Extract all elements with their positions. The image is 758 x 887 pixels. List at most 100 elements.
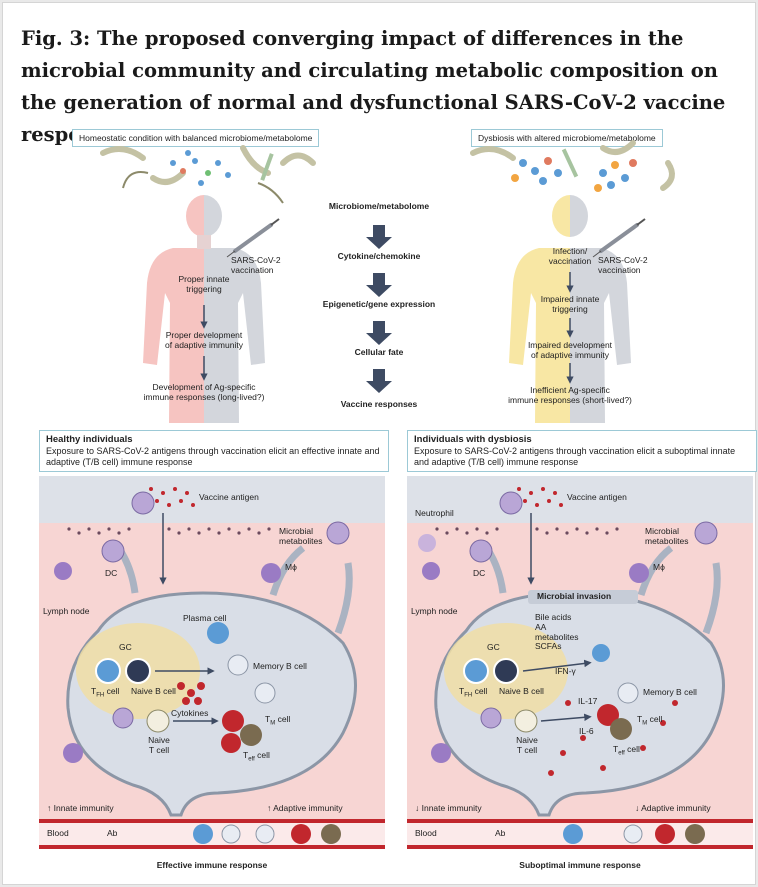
dc-cell-icon xyxy=(131,491,155,515)
tm-right-prefix: T xyxy=(637,714,643,724)
healthy-heading: Healthy individuals xyxy=(46,434,133,445)
tfh-cell-icon xyxy=(463,658,489,684)
macrophage-icon xyxy=(422,562,440,580)
innate-right-label: ↓ Innate immunity xyxy=(415,803,482,813)
teff-cell-icon xyxy=(240,724,262,746)
naive-b-cell-icon xyxy=(493,658,519,684)
blood-cell-icon xyxy=(655,824,675,844)
bottom-illustration xyxy=(39,476,753,849)
blood-cell-icon xyxy=(193,824,213,844)
ifn-label: IFN-γ xyxy=(555,666,576,676)
neutrophil-label: Neutrophil xyxy=(415,508,454,518)
tm-cell-icon xyxy=(222,710,244,732)
cytokines-left-label: Cytokines xyxy=(171,708,209,718)
naive-t-left-label: Naive T cell xyxy=(148,735,170,755)
flow-epigenetic: Epigenetic/gene expression xyxy=(322,299,436,309)
macrophage-icon xyxy=(261,563,281,583)
memory-b-cell-icon xyxy=(617,682,639,704)
bile-acids-label: Bile acids AA metabolites SCFAs xyxy=(535,612,579,652)
teff-left-label: Teff cell xyxy=(243,750,270,764)
blood-cell-icon xyxy=(221,824,241,844)
human-figure-right-icon xyxy=(509,195,631,423)
memory-b-right-label: Memory B cell xyxy=(643,687,697,697)
tm-left-prefix: T xyxy=(265,714,271,724)
tfh-left-label: TFH cell xyxy=(91,686,120,700)
plasma-cell-left-label: Plasma cell xyxy=(183,613,227,623)
dc-cell-icon xyxy=(112,707,134,729)
tm-cell-icon xyxy=(597,704,619,726)
syringe-right-icon xyxy=(592,218,646,258)
teff-cell-icon xyxy=(610,718,632,740)
mphi-left-label: Mϕ xyxy=(285,562,297,572)
microbiome-left-icon xyxy=(100,145,316,204)
dysbiosis-description: Individuals with dysbiosis Exposure to S… xyxy=(407,430,757,473)
naive-b-right-label: Naive B cell xyxy=(499,686,544,696)
innate-left-label: ↑ Innate immunity xyxy=(47,803,114,813)
lymph-node-left-label: Lymph node xyxy=(43,606,90,616)
memory-b-cell-icon xyxy=(254,682,276,704)
tfh-right-prefix: T xyxy=(459,686,465,696)
tfh-left-sub: FH xyxy=(96,692,105,699)
vaccination-right-label: SARS-CoV-2 vaccination xyxy=(598,255,648,275)
memory-b-left-label: Memory B cell xyxy=(253,661,307,671)
dysbiosis-heading: Individuals with dysbiosis xyxy=(414,434,532,445)
naive-t-cell-icon xyxy=(146,709,170,733)
right-step-adaptive: Impaired development of adaptive immunit… xyxy=(527,340,613,360)
right-panel xyxy=(407,476,753,849)
dc-cell-icon xyxy=(469,539,493,563)
dc-cell-icon xyxy=(499,491,523,515)
adaptive-left-label: ↑ Adaptive immunity xyxy=(267,803,343,813)
healthy-description: Healthy individuals Exposure to SARS-CoV… xyxy=(39,430,389,473)
il6-label: IL-6 xyxy=(579,726,594,736)
mphi-right-label: Mϕ xyxy=(653,562,665,572)
left-step-response: Development of Ag-specific immune respon… xyxy=(143,382,265,402)
teff-right-prefix: T xyxy=(613,744,619,754)
microbial-metabolites-left-label: Microbial metabolites xyxy=(279,526,323,546)
tm-left-suffix: cell xyxy=(275,714,291,724)
right-step-infection: Infection/ vaccination xyxy=(548,246,592,266)
top-right-header: Dysbiosis with altered microbiome/metabo… xyxy=(471,129,663,147)
naive-t-cell-icon xyxy=(514,709,538,733)
teff-right-label: Teff cell xyxy=(613,744,640,758)
blood-cell-icon xyxy=(563,824,583,844)
tm-left-sub: M xyxy=(270,720,276,727)
left-step-innate: Proper innate triggering xyxy=(178,274,230,294)
macrophage-icon xyxy=(629,563,649,583)
il17-label: IL-17 xyxy=(578,696,598,706)
microbiome-right-icon xyxy=(470,140,675,192)
teff-right-sub: eff xyxy=(618,750,625,757)
tm-left-label: TM cell xyxy=(265,714,291,728)
tfh-right-label: TFH cell xyxy=(459,686,488,700)
gc-left-label: GC xyxy=(119,642,132,652)
right-step-response: Inefficient Ag-specific immune responses… xyxy=(508,385,632,405)
human-figure-left-icon xyxy=(143,195,265,423)
syringe-left-icon xyxy=(226,218,280,258)
dc-cell-icon xyxy=(694,521,718,545)
microbial-metabolites-right-label: Microbial metabolites xyxy=(645,526,689,546)
blood-cell-icon xyxy=(321,824,341,844)
naive-t-right-label: Naive T cell xyxy=(516,735,538,755)
blood-left-label: Blood xyxy=(47,828,69,838)
tfh-left-suffix: cell xyxy=(104,686,120,696)
lymph-node-right-label: Lymph node xyxy=(411,606,458,616)
right-caption: Suboptimal immune response xyxy=(519,860,641,870)
tm-right-label: TM cell xyxy=(637,714,662,728)
tm-right-sub: M xyxy=(642,720,648,727)
macrophage-icon xyxy=(63,743,83,763)
teff-left-prefix: T xyxy=(243,750,249,760)
teff-left-suffix: cell xyxy=(254,750,270,760)
left-panel xyxy=(39,476,385,849)
naive-b-cell-icon xyxy=(125,658,151,684)
adaptive-right-label: ↓ Adaptive immunity xyxy=(635,803,711,813)
blood-cell-icon xyxy=(623,824,643,844)
plasma-cell-icon xyxy=(207,622,229,644)
tfh-right-suffix: cell xyxy=(472,686,488,696)
vaccine-antigen-right-label: Vaccine antigen xyxy=(567,492,627,502)
center-flow-arrows xyxy=(366,225,392,393)
dc-cell-icon xyxy=(326,521,350,545)
tfh-cell-icon xyxy=(95,658,121,684)
right-step-innate: Impaired innate triggering xyxy=(540,294,600,314)
dysbiosis-text: Exposure to SARS-CoV-2 antigens through … xyxy=(414,445,736,468)
dc-right-label: DC xyxy=(473,568,486,578)
